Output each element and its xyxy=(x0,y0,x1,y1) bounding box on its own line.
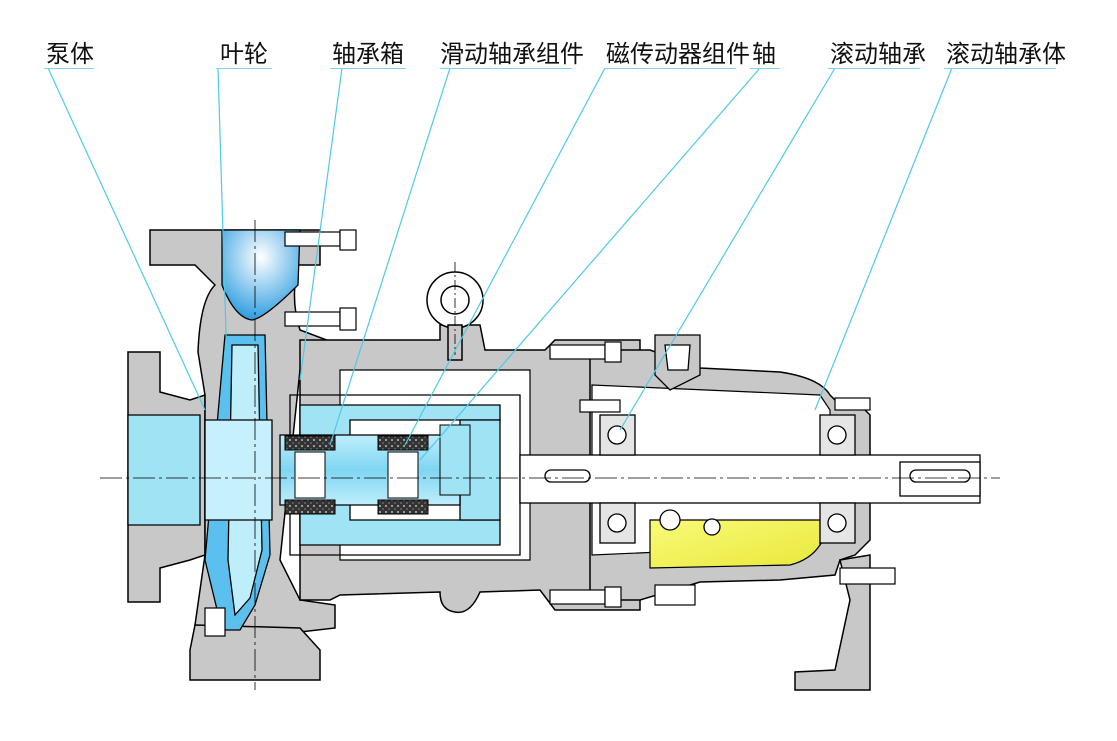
leader-lines xyxy=(47,67,953,461)
oil-cup xyxy=(654,334,701,391)
label-magnetic-drive-assembly-underline xyxy=(604,68,736,69)
label-shaft: 轴 xyxy=(752,40,776,68)
bolts xyxy=(204,229,896,637)
label-bearing-box-underline xyxy=(330,68,406,69)
magnet-blocks xyxy=(284,424,471,515)
label-rolling-bearing-underline xyxy=(828,68,920,69)
label-impeller-underline xyxy=(216,68,272,69)
label-rolling-bearing: 滚动轴承 xyxy=(830,40,926,68)
label-bearing-box: 轴承箱 xyxy=(332,40,404,68)
label-rolling-bearing-body-underline xyxy=(944,68,1056,69)
label-rolling-bearing-body: 滚动轴承体 xyxy=(946,40,1066,68)
label-magnetic-drive-assembly: 磁传动器组件 xyxy=(606,40,750,68)
label-pump-body: 泵体 xyxy=(46,40,94,68)
shaft xyxy=(519,454,981,504)
label-shaft-underline xyxy=(750,68,780,69)
rolling-bearings xyxy=(599,414,856,544)
oil-sump xyxy=(649,519,821,569)
label-sliding-bearing-assembly-underline xyxy=(440,68,572,69)
label-impeller: 叶轮 xyxy=(220,40,268,68)
label-sliding-bearing-assembly: 滑动轴承组件 xyxy=(440,40,584,68)
label-pump-body-underline xyxy=(44,68,94,69)
